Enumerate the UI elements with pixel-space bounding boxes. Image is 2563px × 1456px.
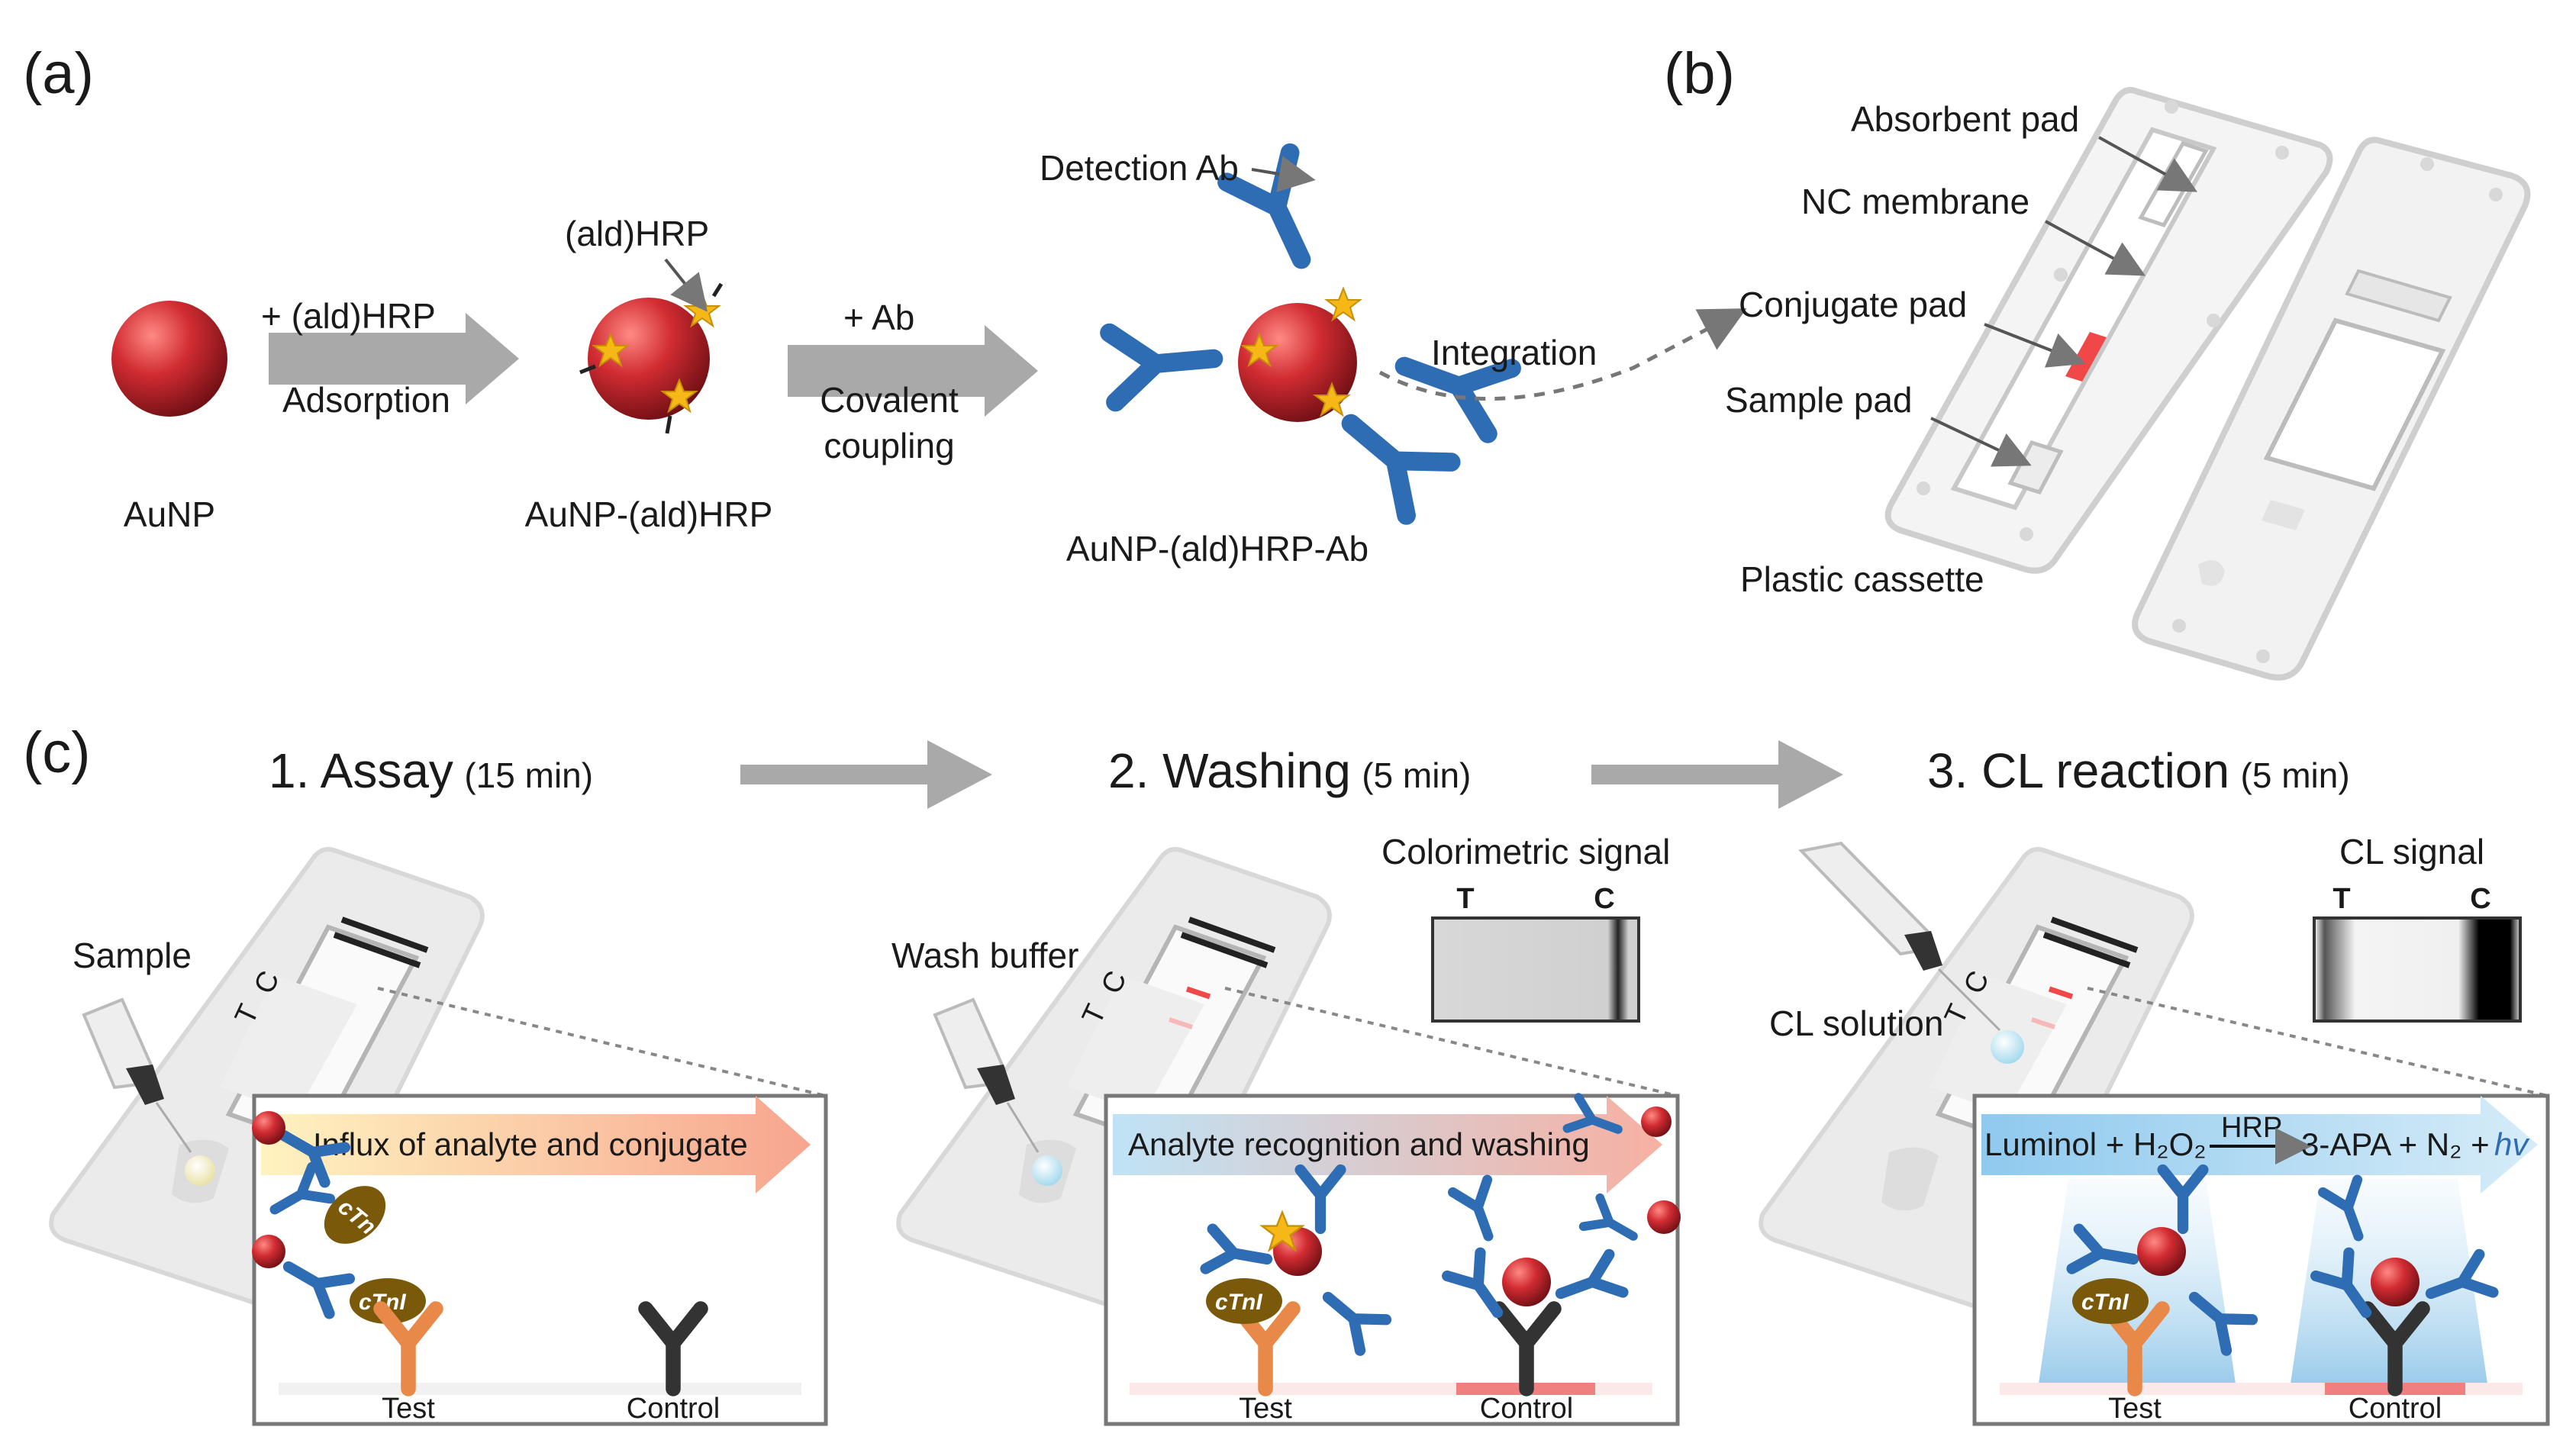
aunp-hrp-particle [579,282,724,434]
cl-strip [2313,916,2522,1023]
step1-heading: 1. Assay (15 min) [269,743,593,798]
cl-control-complex [2316,1180,2493,1389]
assay-zoom-box [252,987,828,1426]
wash-control-label: Control [1480,1393,1574,1425]
equation-hrp: HRP [2221,1112,2282,1144]
step2-to-3-arrow [1591,740,1843,809]
wash-control-complex [1447,1180,1623,1389]
cl-control-label: Control [2349,1393,2442,1425]
absorbent-pad-arrow [2098,136,2197,192]
absorbent-pad-label: Absorbent pad [1851,99,2079,139]
nc-membrane-arrow [2045,220,2146,276]
cl-t-label: T [2332,883,2350,915]
coupling-arrow [788,325,1038,417]
wash-zoom-box [1104,987,1680,1426]
hrp-callout-label: (ald)HRP [565,214,709,253]
conjugate-pad-arrow [1984,323,2086,368]
aunp-label: AuNP [124,494,215,534]
panel-a-label: (a) [23,41,94,106]
cl-test-complex: cTnI [2072,1170,2252,1389]
sample-pad-label: Sample pad [1725,380,1913,420]
colorimetric-t-label: T [1456,883,1474,915]
panel-b-label: (b) [1664,41,1735,106]
step1-bottom-label: Adsorption [282,380,450,420]
step2-heading: 2. Washing (5 min) [1108,743,1471,798]
step2-bottom-label-1: Covalent [820,380,959,420]
sample-label: Sample [73,936,192,975]
banner-recognition: Analyte recognition and washing [1128,1126,1590,1162]
cl-test-label: Test [2108,1393,2162,1425]
colorimetric-c-label: C [1594,883,1614,915]
integration-label: Integration [1431,333,1597,372]
cl-signal-label: CL signal [2339,832,2484,871]
detection-ab-label: Detection Ab [1040,148,1239,188]
wash-buffer-label: Wash buffer [891,936,1078,975]
conjugate-label: AuNP-(ald)HRP-Ab [1066,529,1369,569]
cl-solution-label: CL solution [1769,1003,1943,1043]
wash-test-label: Test [1239,1393,1292,1425]
colorimetric-signal-label: Colorimetric signal [1381,832,1670,871]
assay-control-label: Control [627,1393,721,1425]
conjugate-pad-swatch [2065,332,2107,382]
aunp-hrp-label: AuNP-(ald)HRP [525,494,773,534]
banner-influx: Influx of analyte and conjugate [313,1126,748,1162]
sample-pipette [82,997,192,1153]
adsorption-arrow [269,313,519,404]
sample-pad-arrow [1930,417,2032,467]
colorimetric-strip [1431,916,1640,1023]
assay-test-label: Test [382,1393,435,1425]
svg-text:cTnI: cTnI [2081,1290,2129,1315]
conjugate-particle [1110,153,1512,515]
equation-lhs: Luminol + H₂O₂ [1984,1126,2207,1162]
detection-ab-arrow [1251,156,1316,192]
aunp-sphere [111,301,227,417]
assay-free-conjugates [252,1111,350,1313]
cl-pipette [1798,841,2001,1032]
integration-arrow [1378,308,1747,401]
plastic-cassette-label: Plastic cassette [1740,559,1984,599]
conjugate-pad-label: Conjugate pad [1739,285,1967,324]
step2-top-label: + Ab [843,298,914,337]
svg-text:cTnI: cTnI [1215,1290,1262,1315]
cl-c-label: C [2470,883,2490,915]
wash-test-complex: cTnI [1206,1170,1386,1389]
step1-to-2-arrow [740,740,992,809]
wash-washed-conjugates [1567,1097,1681,1251]
equation-hv: hv [2494,1126,2530,1162]
cassette-top [2132,137,2531,681]
cl-cassette: C T [1759,847,2194,1310]
nc-membrane-label: NC membrane [1801,182,2029,221]
assay-ctni-free: cTnI [324,1186,385,1244]
hrp-callout-arrow [664,258,708,312]
wash-cassette: C T [896,847,1332,1310]
panel-c-label: (c) [23,720,91,785]
step1-top-label: + (ald)HRP [261,296,436,336]
step3-heading: 3. CL reaction (5 min) [1927,743,2350,798]
wash-pipette [933,997,1040,1153]
equation-rhs: 3-APA + N₂ + [2301,1126,2490,1162]
step2-bottom-label-2: coupling [824,426,954,465]
